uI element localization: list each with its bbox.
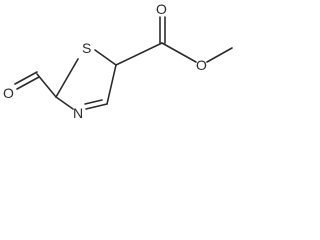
ring-c2-s1-bond — [55, 58, 79, 98]
molecule-diagram: O N S O O — [3, 1, 233, 121]
ring-to-ester-bond — [115, 42, 163, 66]
carbonyl-oxygen-label: O — [156, 1, 167, 17]
aldehyde-co-bond-double — [16, 76, 40, 90]
aldehyde-co-bond — [14, 71, 38, 85]
ring-c4-c5-bond — [106, 64, 117, 105]
ring-c2-n3-bond — [55, 96, 74, 110]
ring-s1-c5-bond — [94, 49, 117, 66]
structure-canvas: O N S O O — [0, 0, 240, 126]
ring-nitrogen-label: N — [73, 105, 83, 121]
ring-n3-c4-bond — [85, 103, 108, 110]
ring-sulfur-label: S — [82, 40, 91, 56]
aldehyde-oxygen-label: O — [3, 85, 14, 101]
ester-c-o-bond — [161, 42, 197, 63]
ester-oxygen-label: O — [196, 57, 207, 73]
ring-n3-c4-bond-inner — [84, 99, 103, 105]
aldehyde-c-to-ring-bond — [36, 73, 57, 98]
methyl-bond — [206, 47, 233, 63]
